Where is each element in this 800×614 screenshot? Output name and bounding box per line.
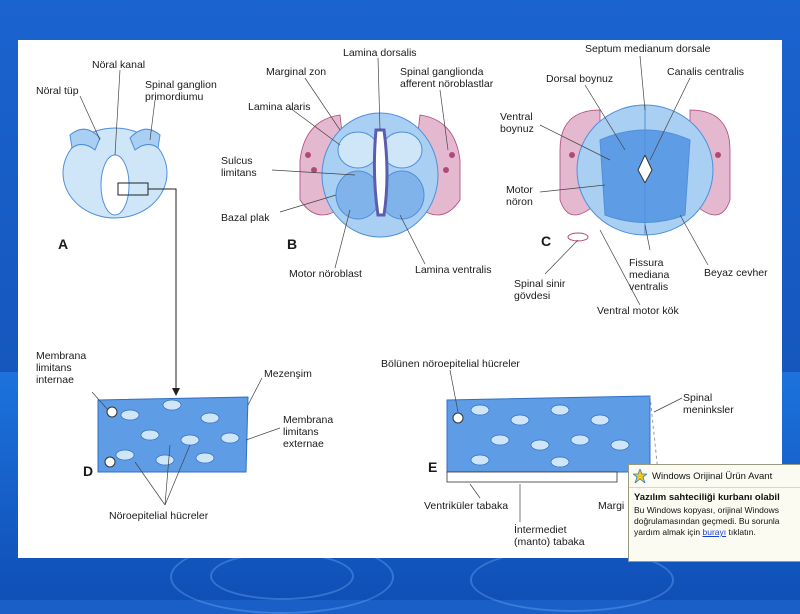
star-icon <box>633 469 647 483</box>
panel-c-spinal-cord <box>559 104 731 242</box>
label-lamina-ventralis: Lamina ventralis <box>415 264 492 276</box>
label-membrana-externae-3: externae <box>283 438 324 450</box>
popup-line-1: Bu Windows kopyası, orijinal Windows <box>634 505 780 515</box>
label-noral-tup: Nöral tüp <box>36 85 79 97</box>
panel-letter-c: C <box>541 233 552 249</box>
panel-letter-b: B <box>287 236 298 252</box>
label-noral-kanal: Nöral kanal <box>92 59 146 71</box>
popup-line-3: yardım almak için burayı tıklatın. <box>634 527 796 538</box>
popup-link[interactable]: burayı <box>702 527 727 537</box>
label-boynuz: boynuz <box>500 123 534 135</box>
label-noron: nöron <box>506 196 533 208</box>
label-ventral-motor-kok: Ventral motor kök <box>597 305 679 317</box>
label-spinal: Spinal <box>683 392 713 404</box>
windows-genuine-popup[interactable]: Windows Orijinal Ürün Avant Yazılım saht… <box>628 464 800 562</box>
label-bolunen-noroepitelial: Bölünen nöroepitelial hücreler <box>381 358 520 370</box>
popup-line-3-prefix: yardım almak için <box>634 527 703 537</box>
label-motor: Motor <box>506 184 533 196</box>
label-spinal-sinir: Spinal sinir <box>514 278 566 290</box>
popup-line-2: doğrulamasından geçmedi. Bu sorunla <box>634 516 780 526</box>
label-dorsal-boynuz: Dorsal boynuz <box>546 73 614 85</box>
label-intermediet: İntermediet <box>514 524 567 536</box>
label-canalis-centralis: Canalis centralis <box>667 66 745 78</box>
panel-a-neural-tube <box>62 127 180 396</box>
label-marginal-zon: Marginal zon <box>266 66 327 78</box>
label-marginal-partial: Margi <box>598 500 625 512</box>
label-membrana-internae-1: Membrana <box>36 350 87 362</box>
panel-e-neuroepithelium <box>446 395 659 483</box>
popup-line-3-suffix: tıklatın. <box>726 527 756 537</box>
label-beyaz-cevher: Beyaz cevher <box>704 267 768 279</box>
label-motor-noroblast: Motor nöroblast <box>289 268 362 280</box>
label-membrana-externae-1: Membrana <box>283 414 334 426</box>
label-septum-medianum-dorsale: Septum medianum dorsale <box>585 43 711 55</box>
label-limitans: limitans <box>221 167 257 179</box>
popup-header: Windows Orijinal Ürün Avant <box>629 465 800 488</box>
label-manto-tabaka: (manto) tabaka <box>514 536 585 548</box>
label-ventral: Ventral <box>500 111 533 123</box>
label-fissura: Fissura <box>629 257 664 269</box>
label-govdesi: gövdesi <box>514 290 551 302</box>
label-lamina-dorsalis: Lamina dorsalis <box>343 47 417 59</box>
label-membrana-externae-2: limitans <box>283 426 319 438</box>
label-membrana-internae-3: internae <box>36 374 74 386</box>
label-mediana: mediana <box>629 269 670 281</box>
label-spinal-ganglion: Spinal ganglion <box>145 79 217 91</box>
label-membrana-internae-2: limitans <box>36 362 72 374</box>
label-spinal-ganglionda: Spinal ganglionda <box>400 66 484 78</box>
panel-letter-d: D <box>83 463 94 479</box>
label-primordiumu: primordiumu <box>145 91 204 103</box>
label-ventralis: ventralis <box>629 281 669 293</box>
popup-title: Windows Orijinal Ürün Avant <box>652 470 773 482</box>
label-lamina-alaris: Lamina alaris <box>248 101 311 113</box>
label-sulcus: Sulcus <box>221 155 253 167</box>
panel-letter-e: E <box>428 459 438 475</box>
label-afferent-noroblastlar: afferent nöroblastlar <box>400 78 494 90</box>
label-bazal-plak: Bazal plak <box>221 212 270 224</box>
label-meninksler: meninksler <box>683 404 734 416</box>
panel-b-spinal-cord <box>299 112 461 238</box>
panel-letter-a: A <box>58 236 69 252</box>
label-mezensim: Mezenşim <box>264 368 312 380</box>
neural-tube-diagram <box>62 55 731 522</box>
panel-d-neuroepithelium <box>97 396 249 473</box>
label-noroepitelial-hucreler: Nöroepitelial hücreler <box>109 510 209 522</box>
label-ventrikuler-tabaka: Ventriküler tabaka <box>424 500 509 512</box>
popup-heading: Yazılım sahteciliği kurbanı olabil <box>634 492 780 503</box>
leader-lines <box>79 55 709 522</box>
